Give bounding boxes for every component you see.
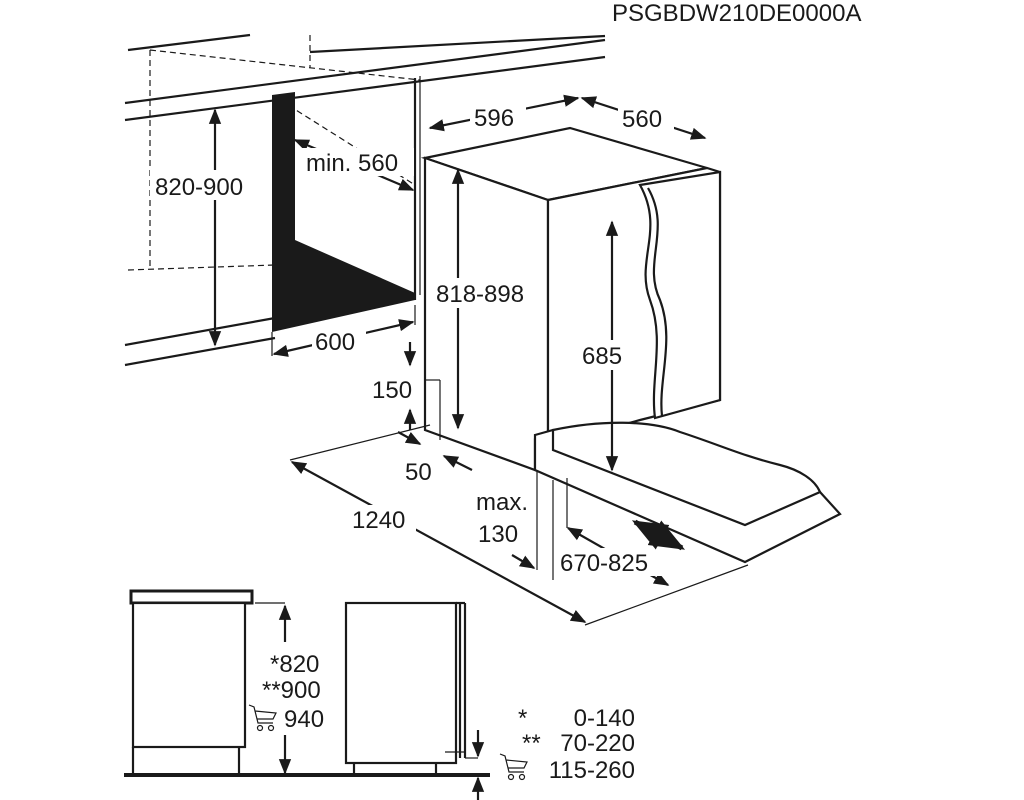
height-label: 818-898	[436, 281, 524, 308]
plinth-range-mark-2: **	[522, 730, 541, 757]
side-height-1: *820	[270, 651, 319, 678]
width-label: 596	[474, 105, 514, 132]
niche-height-label: 820-900	[155, 174, 243, 201]
shopping-cart-icon	[248, 704, 277, 732]
side-height-2: **900	[262, 677, 321, 704]
plinth-depth-arrow-left	[397, 431, 422, 445]
max-arrow	[511, 554, 536, 569]
niche-shadow	[272, 92, 415, 332]
kitchen-niche	[124, 33, 606, 367]
plinth-range-1: 0-140	[574, 705, 635, 732]
side-view-appliance	[344, 601, 478, 775]
plinth-range-mark-1: *	[518, 705, 527, 732]
shopping-cart-icon	[499, 753, 528, 781]
plinth-height-label: 150	[372, 377, 412, 404]
door-height-label: 685	[582, 343, 622, 370]
side-height-3: 940	[284, 706, 324, 733]
side-view-cabinet	[124, 589, 490, 777]
door-open-arrow	[631, 519, 686, 551]
total-depth-arrow	[290, 461, 587, 623]
niche-width-label: 600	[315, 329, 355, 356]
max-label: max.	[476, 489, 528, 516]
plinth-depth-label: 50	[405, 459, 432, 486]
depth-label: 560	[622, 106, 662, 133]
plinth-depth-arrow-right	[442, 455, 473, 471]
door-travel-label: 670-825	[560, 550, 648, 577]
plinth-range-2: 70-220	[560, 730, 635, 757]
max-value: 130	[478, 521, 518, 548]
niche-depth-label: min. 560	[306, 150, 398, 177]
plinth-range-3: 115-260	[549, 757, 635, 784]
total-depth-label: 1240	[352, 507, 405, 534]
model-code: PSGBDW210DE0000A	[612, 0, 861, 27]
